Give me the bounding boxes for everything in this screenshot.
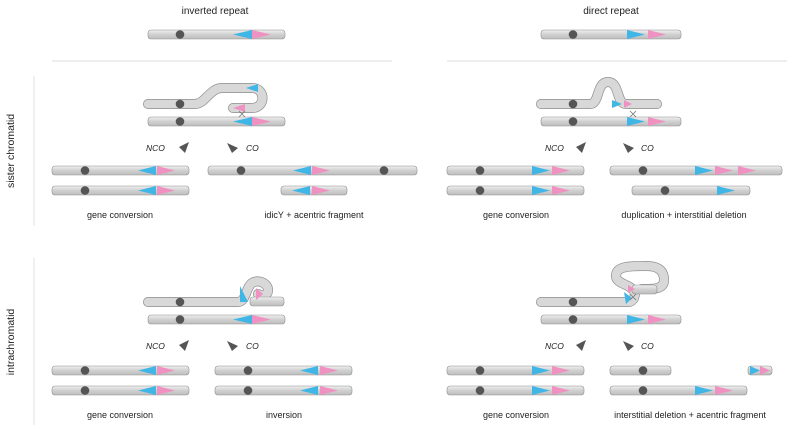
reference-chromatid-inverted — [147, 29, 286, 40]
label-nco-intra-direct: NCO — [545, 341, 564, 351]
arrow-nco-direct — [576, 142, 586, 153]
arrow-co-intra-direct — [623, 341, 634, 351]
arrow-nco-intra-direct — [576, 340, 586, 351]
header-direct-repeat: direct repeat — [583, 6, 639, 17]
outcome-intra-inverted-nco: gene conversion — [87, 410, 153, 420]
row-label-intrachromatid: intrachromatid — [5, 309, 17, 376]
sister-inverted-intermediate — [143, 83, 286, 127]
row-label-sister-chromatid: sister chromatid — [5, 114, 17, 188]
sister-direct-nco-products — [446, 165, 585, 196]
outcome-intra-direct-nco: gene conversion — [483, 410, 549, 420]
sister-direct-co-products — [609, 165, 783, 196]
arrow-nco-intra — [179, 340, 189, 351]
outcome-intra-inverted-co: inversion — [266, 410, 302, 420]
label-co: CO — [246, 143, 259, 153]
reference-chromatid-direct — [540, 29, 682, 40]
intra-inverted-co-products — [214, 365, 353, 396]
sister-inverted-co-products — [207, 165, 418, 196]
intra-inverted-nco-products — [51, 365, 190, 396]
label-nco: NCO — [146, 143, 165, 153]
intra-direct-intermediate — [536, 260, 682, 325]
outcome-sister-inverted-nco: gene conversion — [87, 210, 153, 220]
sister-direct-intermediate — [536, 76, 682, 127]
outcome-sister-inverted-co: idicY + acentric fragment — [264, 210, 364, 220]
outcome-sister-direct-co: duplication + interstitial deletion — [621, 210, 746, 220]
label-co-direct: CO — [641, 143, 654, 153]
intra-inverted-intermediate — [143, 276, 286, 325]
outcome-sister-direct-nco: gene conversion — [483, 210, 549, 220]
label-co-intra-direct: CO — [641, 341, 654, 351]
arrow-co — [227, 143, 238, 153]
arrow-co-intra — [227, 341, 238, 351]
intra-direct-nco-products — [446, 365, 585, 396]
sister-inverted-nco-products — [51, 165, 190, 196]
label-nco-intra: NCO — [146, 341, 165, 351]
label-nco-direct: NCO — [545, 143, 564, 153]
outcome-intra-direct-co: interstitial deletion + acentric fragmen… — [614, 410, 766, 420]
intra-direct-co-products — [609, 365, 773, 396]
arrow-co-direct — [623, 143, 634, 153]
label-co-intra: CO — [246, 341, 259, 351]
header-inverted-repeat: inverted repeat — [182, 6, 249, 17]
arrow-nco — [179, 142, 189, 153]
